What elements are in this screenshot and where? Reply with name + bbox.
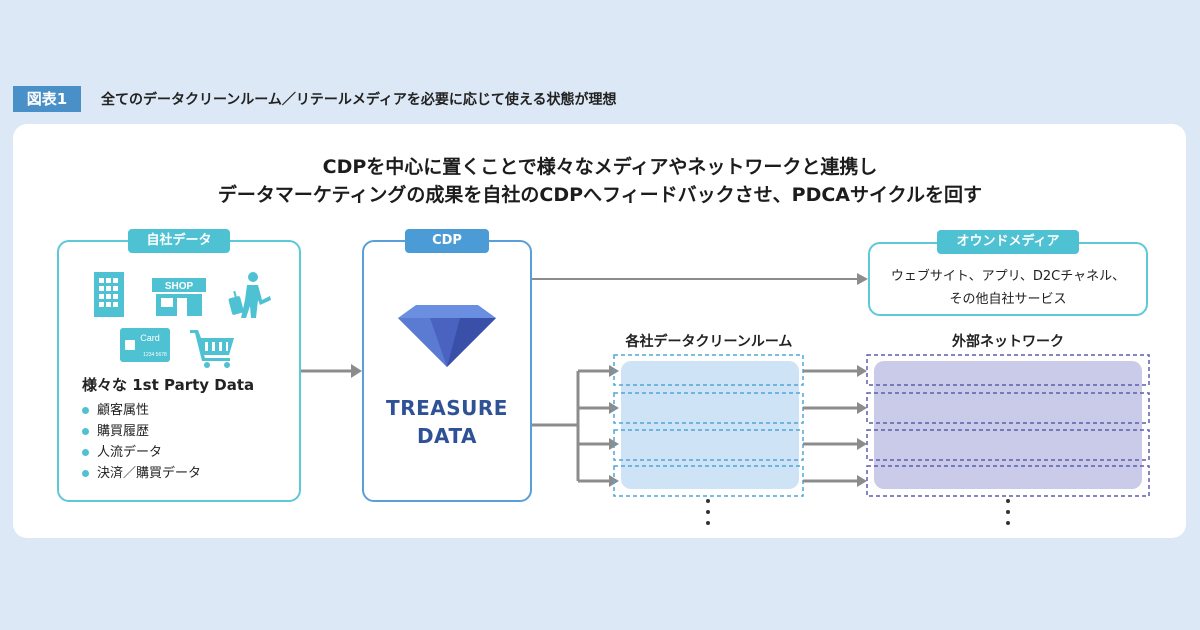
network-arrow xyxy=(803,438,867,450)
owned-media-text: ウェブサイト、アプリ、D2Cチャネル、 その他自社サービス xyxy=(868,265,1148,311)
branch-arrow xyxy=(578,438,619,450)
traveler-icon xyxy=(228,272,271,318)
shop-sign-text: SHOP xyxy=(165,281,194,292)
shop-icon: SHOP xyxy=(152,278,206,316)
owned-media-line-1: ウェブサイト、アプリ、D2Cチャネル、 xyxy=(890,269,1126,284)
owned-media-label: オウンドメディア xyxy=(937,230,1079,254)
branch-arrows xyxy=(578,365,619,487)
branch-arrow xyxy=(578,402,619,414)
branch-arrow xyxy=(578,365,619,377)
cdp-label: CDP xyxy=(405,229,489,253)
network-arrow xyxy=(803,402,867,414)
clean-room-label: 各社データクリーンルーム xyxy=(625,334,793,350)
external-network-row xyxy=(866,465,1150,497)
clean-room-stack-fill xyxy=(621,361,799,489)
logo-text-line-1: TREASURE xyxy=(386,396,508,420)
owned-media-line-2: その他自社サービス xyxy=(949,292,1067,307)
arrow-cdp-to-owned xyxy=(532,273,868,285)
figure-badge: 図表1 xyxy=(13,86,81,112)
list-item: 顧客属性 xyxy=(82,400,201,421)
external-network-label: 外部ネットワーク xyxy=(952,334,1064,350)
own-data-title: 様々な 1st Party Data xyxy=(82,376,255,394)
network-arrow xyxy=(803,365,867,377)
external-network-stack-fill xyxy=(874,361,1142,489)
network-arrows xyxy=(803,365,867,487)
figure-header: 図表1 全てのデータクリーンルーム／リテールメディアを必要に応じて使える状態が理… xyxy=(13,86,616,112)
card-icon: Card 1234 5678 xyxy=(120,328,170,362)
network-arrow xyxy=(803,475,867,487)
more-rows-ellipsis-network xyxy=(1006,499,1010,525)
list-item: 購買履歴 xyxy=(82,421,201,442)
list-item: 人流データ xyxy=(82,442,201,463)
cart-icon xyxy=(190,330,234,368)
treasure-data-logo-gem xyxy=(398,305,496,367)
arrow-own-to-cdp xyxy=(301,364,362,378)
more-rows-ellipsis-clean-room xyxy=(706,499,710,525)
building-icon xyxy=(94,272,124,317)
headline-line-2: データマーケティングの成果を自社のCDPへフィードバックさせ、PDCAサイクルを… xyxy=(217,184,983,206)
branch-arrow xyxy=(578,475,619,487)
external-network-row xyxy=(866,354,1150,386)
headline-line-1: CDPを中心に置くことで様々なメディアやネットワークと連携し xyxy=(322,156,878,178)
card-label-text: Card xyxy=(140,333,160,343)
external-network-rows xyxy=(866,354,1150,497)
list-item: 決済／購買データ xyxy=(82,463,201,484)
own-data-list: 顧客属性 購買履歴 人流データ 決済／購買データ xyxy=(82,400,201,484)
figure-title: 全てのデータクリーンルーム／リテールメディアを必要に応じて使える状態が理想 xyxy=(101,92,617,108)
external-network-row xyxy=(866,429,1150,461)
branch-connector xyxy=(532,371,580,481)
card-number-text: 1234 5678 xyxy=(143,352,167,358)
cdp-box xyxy=(362,240,532,502)
external-network-row xyxy=(866,392,1150,424)
logo-text-line-2: DATA xyxy=(416,424,478,448)
own-data-label: 自社データ xyxy=(128,229,230,253)
